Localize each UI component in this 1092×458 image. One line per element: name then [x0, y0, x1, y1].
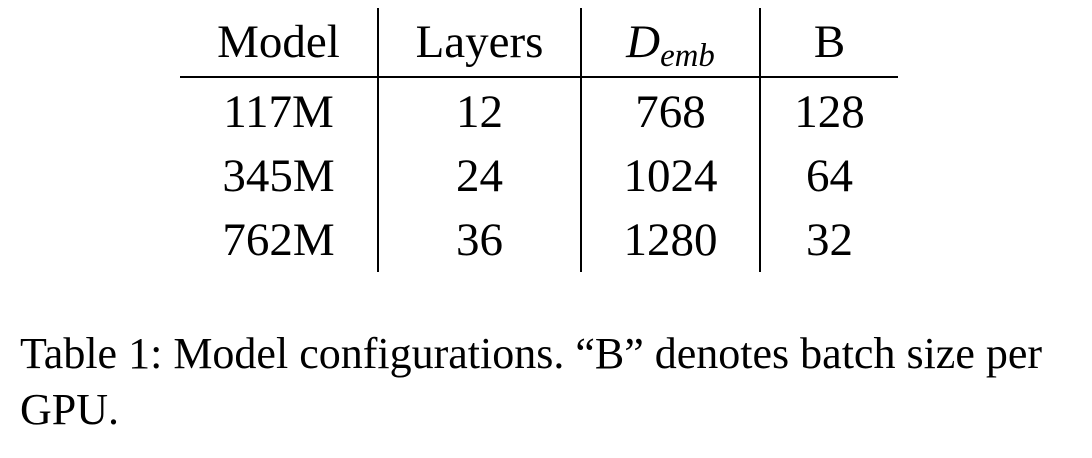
model-config-table: Model Layers Demb B 117M 12 768 128 345M… [180, 8, 898, 272]
cell-b: 128 [794, 86, 865, 138]
table-caption: Table 1: Model configurations. “B” denot… [20, 329, 1043, 434]
model-config-table-container: Model Layers Demb B 117M 12 768 128 345M… [180, 8, 898, 272]
cell-model: 762M [180, 208, 379, 272]
header-demb: Demb [581, 8, 761, 78]
cell-demb: 1024 [581, 144, 761, 208]
cell-layers: 12 [378, 77, 582, 144]
cell-model: 345M [180, 144, 379, 208]
table-row: 762M 36 1280 32 [180, 208, 898, 272]
cell-layers: 36 [378, 208, 582, 272]
header-b: B [760, 8, 898, 78]
cell-b: 32 [806, 214, 853, 266]
table-header-row: Model Layers Demb B [180, 8, 898, 78]
cell-b: 64 [806, 150, 853, 202]
cell-demb: 768 [581, 77, 761, 144]
table-row: 345M 24 1024 64 [180, 144, 898, 208]
header-demb-main: D [626, 16, 661, 68]
table-row: 117M 12 768 128 [180, 77, 898, 144]
cell-layers: 24 [378, 144, 582, 208]
cell-demb: 1280 [581, 208, 761, 272]
header-demb-subscript: emb [660, 38, 715, 75]
header-layers: Layers [378, 8, 582, 78]
header-model: Model [180, 8, 379, 78]
cell-model: 117M [180, 77, 379, 144]
